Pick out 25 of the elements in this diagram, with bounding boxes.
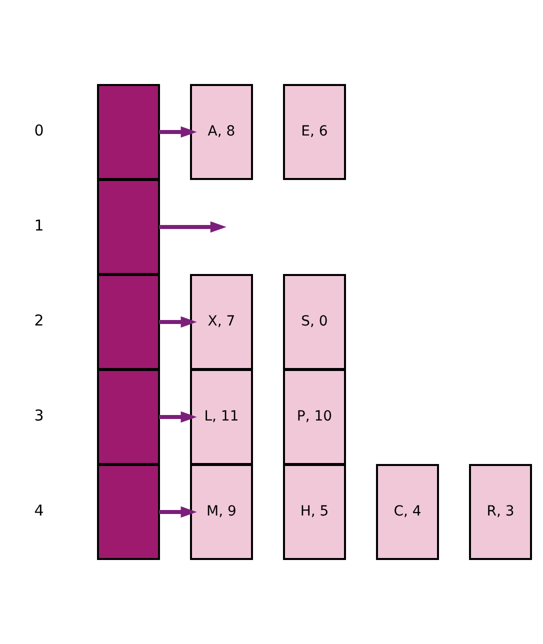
node-box [97, 84, 160, 180]
arrow [159, 411, 197, 423]
node-box: X, 7 [190, 274, 253, 370]
node-box: E, 6 [283, 84, 346, 180]
node-label: 3 [34, 406, 44, 424]
node-box: R, 3 [469, 464, 532, 560]
node-box: S, 0 [283, 274, 346, 370]
node-box: C, 4 [376, 464, 439, 560]
node-label: 4 [34, 502, 44, 520]
node-box [97, 179, 160, 275]
node-label: 1 [34, 216, 44, 234]
node-box: M, 9 [190, 464, 253, 560]
arrow [159, 506, 197, 518]
node-box [97, 369, 160, 465]
node-box: P, 10 [283, 369, 346, 465]
arrow [159, 221, 226, 233]
node-box: H, 5 [283, 464, 346, 560]
node-box: A, 8 [190, 84, 253, 180]
node-box [97, 464, 160, 560]
node-label: 0 [34, 122, 44, 140]
node-box [97, 274, 160, 370]
arrow [159, 126, 197, 138]
arrow [159, 316, 197, 328]
node-box: L, 11 [190, 369, 253, 465]
node-label: 2 [34, 312, 44, 330]
